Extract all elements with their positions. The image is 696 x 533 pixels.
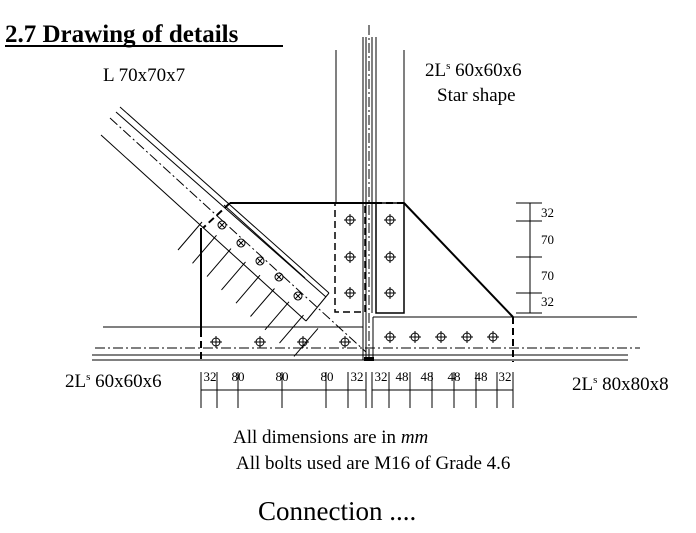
bolt-circle — [274, 272, 284, 282]
bolt-icon — [384, 331, 396, 343]
dimension-label: 32 — [499, 369, 512, 384]
caption: Connection .... — [258, 496, 416, 526]
bolt-icon — [344, 214, 356, 226]
dimension-label: 80 — [321, 369, 334, 384]
dimension-label: 48 — [396, 369, 409, 384]
bolt-icon — [344, 251, 356, 263]
weld-mark — [279, 314, 304, 344]
bolt-icon — [487, 331, 499, 343]
dimension-label: 70 — [541, 232, 554, 247]
bolt-hole-x-icon — [236, 238, 246, 248]
bottom-chord — [92, 316, 640, 361]
diagonal-member-label: L 70x70x7 — [103, 65, 185, 86]
bolt-mark — [218, 221, 226, 229]
vertical-dimension-chain: 32 70 70 32 — [516, 202, 554, 314]
bolt-icon — [435, 331, 447, 343]
dimension-label: 32 — [204, 369, 217, 384]
bolt-circle — [236, 238, 246, 248]
dimension-label: 32 — [351, 369, 364, 384]
bolt-icon — [384, 214, 396, 226]
bolts-note: All bolts used are M16 of Grade 4.6 — [236, 453, 510, 474]
left-chord-label: 2Ls 60x60x6 — [65, 371, 162, 392]
bolt-circle — [255, 256, 265, 266]
bolt-icon — [461, 331, 473, 343]
dimension-label: 32 — [375, 369, 388, 384]
dimension-label: 32 — [541, 294, 554, 309]
bolt-icon — [384, 251, 396, 263]
dimension-label: 70 — [541, 268, 554, 283]
weld-mark — [250, 288, 275, 317]
weld-mark — [206, 248, 232, 277]
dimension-label: 48 — [421, 369, 434, 384]
section-title: 2.7 Drawing of details — [5, 21, 239, 48]
bolt-circle — [217, 220, 227, 230]
weld-mark — [192, 234, 217, 264]
dimension-label: 48 — [448, 369, 461, 384]
weld-mark — [177, 221, 203, 251]
weld-mark — [235, 274, 261, 304]
bolt-mark — [237, 239, 245, 247]
units-note: All dimensions are in mm — [233, 427, 428, 448]
bolt-icon — [297, 336, 309, 348]
vertical-member-shape: Star shape — [437, 85, 516, 106]
bolt-icon — [409, 331, 421, 343]
bolt-mark — [275, 273, 283, 281]
bolt-icon — [344, 287, 356, 299]
bolt-icon — [254, 336, 266, 348]
bolt-mark — [256, 257, 264, 265]
bolt-hole-x-icon — [293, 291, 303, 301]
bolt-icon — [210, 336, 222, 348]
bolt-group — [210, 214, 499, 348]
bolt-hole-x-icon — [255, 256, 265, 266]
bolt-hole-x-icon — [217, 220, 227, 230]
vertical-member-label: 2Ls 60x60x6 — [425, 60, 522, 81]
right-chord-label: 2Ls 80x80x8 — [572, 374, 669, 395]
dimension-label: 48 — [475, 369, 488, 384]
dimension-label: 80 — [276, 369, 289, 384]
bolt-circle — [293, 291, 303, 301]
bolt-mark — [294, 292, 302, 300]
dimension-label: 80 — [232, 369, 245, 384]
bolt-icon — [384, 287, 396, 299]
bolt-icon — [339, 336, 351, 348]
diagonal-member — [100, 106, 367, 357]
horizontal-dimension-chain: 32 80 80 80 32 32 48 48 48 48 32 — [200, 369, 514, 408]
dimension-label: 32 — [541, 205, 554, 220]
weld-mark — [264, 301, 290, 331]
bolt-hole-x-icon — [274, 272, 284, 282]
weld-mark — [221, 261, 246, 291]
vertical-member — [334, 25, 405, 360]
